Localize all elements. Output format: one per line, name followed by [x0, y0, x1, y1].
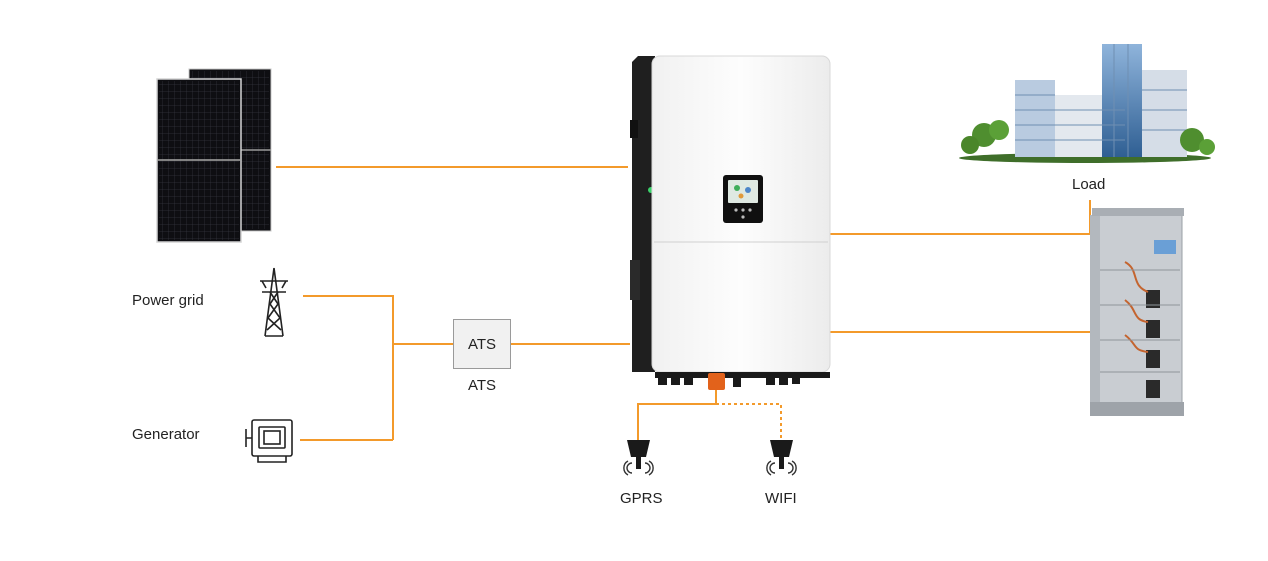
- hybrid-inverter-icon: [630, 55, 831, 390]
- wifi-label: WIFI: [765, 490, 797, 507]
- power-grid-label: Power grid: [132, 292, 204, 309]
- wifi-dongle-icon: [766, 440, 797, 476]
- gprs-label: GPRS: [620, 490, 663, 507]
- battery-rack-icon: [1090, 208, 1184, 416]
- ats-caption-label: ATS: [468, 377, 497, 394]
- transmission-tower-icon: [260, 267, 288, 337]
- load-label: Load: [1072, 176, 1106, 193]
- wire-inverter-to-gprs: [637, 390, 717, 440]
- wire-grid-to-junction: [303, 295, 394, 440]
- building-icon: [959, 44, 1215, 163]
- solar-panel-icon: [156, 68, 272, 243]
- gprs-dongle-icon: [623, 440, 654, 476]
- ats-box-label: ATS: [467, 335, 497, 353]
- wire-inverter-to-wifi: [716, 403, 782, 440]
- wire-inverter-to-load: [830, 200, 1091, 235]
- ats-box: ATS: [453, 319, 511, 369]
- generator-icon: [245, 419, 293, 463]
- generator-label: Generator: [132, 426, 200, 443]
